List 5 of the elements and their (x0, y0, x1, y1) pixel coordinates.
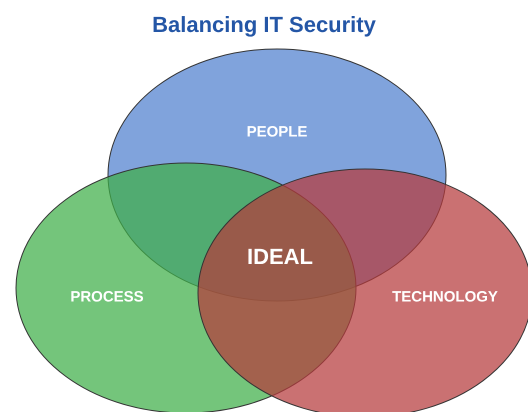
diagram-title: Balancing IT Security (152, 12, 376, 37)
overlap-label: IDEAL (247, 244, 313, 270)
circle-label: PEOPLE (246, 124, 308, 140)
circle-label: TECHNOLOGY (392, 288, 498, 306)
circle-label: PROCESS (70, 288, 144, 306)
